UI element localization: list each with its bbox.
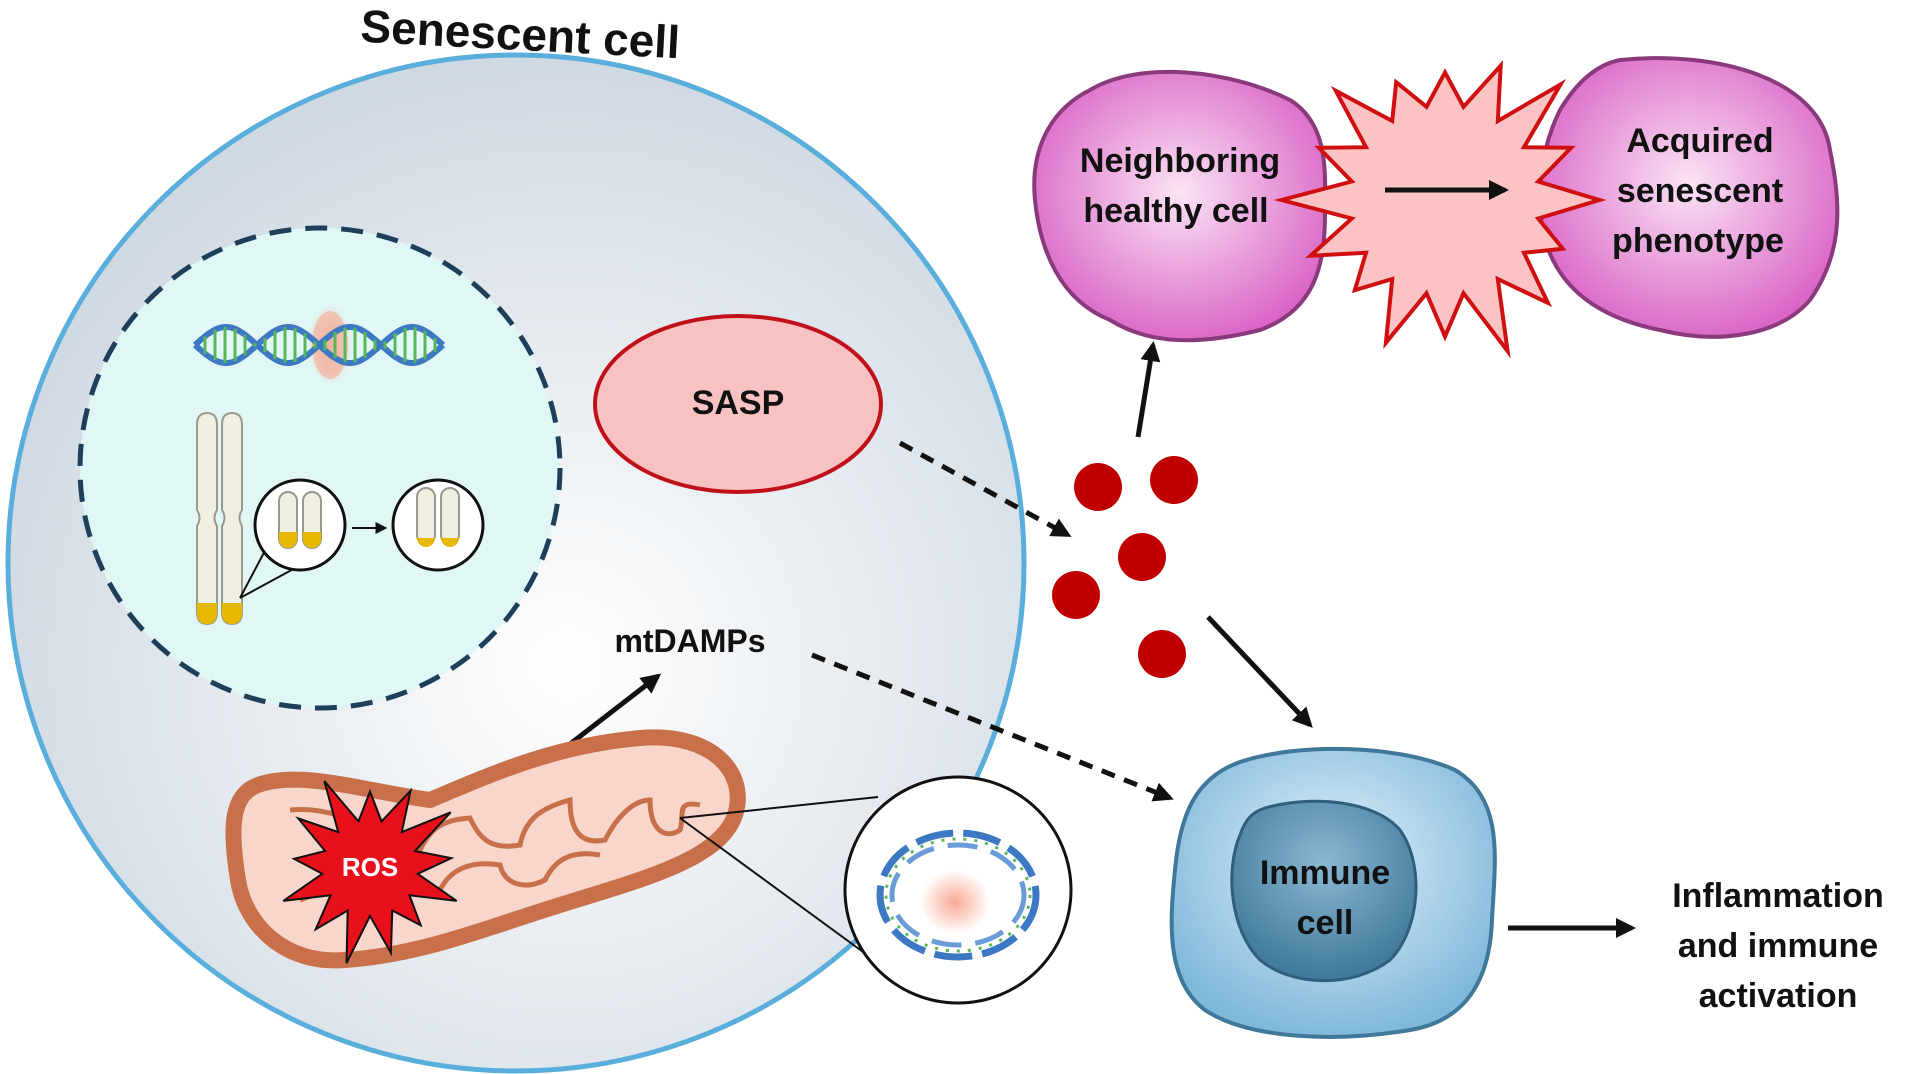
factor-dot xyxy=(1052,571,1100,619)
neighbor-label-line1: Neighboring xyxy=(1080,142,1280,180)
acquired-senescent-cell xyxy=(1538,56,1840,339)
factor-dot xyxy=(1118,533,1166,581)
sasp-to-factors-arrow xyxy=(898,440,1072,538)
factor-dot xyxy=(1150,456,1198,504)
immune-label-line2: cell xyxy=(1297,904,1354,942)
damaged-dna-icon xyxy=(192,305,446,385)
mtdamps-label: mtDAMPs xyxy=(614,623,765,659)
long-telomere-icon xyxy=(253,478,347,572)
factor-dot xyxy=(1074,463,1122,511)
acquired-label-line2: senescent xyxy=(1617,172,1783,210)
senescent-cell-title: Senescent cell xyxy=(359,0,681,68)
mtdna-zoom-line xyxy=(679,817,886,969)
chromosome-icon xyxy=(196,411,243,626)
secreted-factors xyxy=(1052,456,1198,678)
ros-label: ROS xyxy=(342,852,398,882)
sasp-label: SASP xyxy=(692,384,785,422)
acquired-label-line3: phenotype xyxy=(1612,222,1784,260)
mtdna-zoom-line xyxy=(679,796,879,819)
short-telomere-icon xyxy=(391,478,485,572)
neighbor-label-line2: healthy cell xyxy=(1083,192,1268,230)
mtdna-circle-icon xyxy=(843,775,1073,1005)
factors-to-immune-arrow xyxy=(1206,615,1313,728)
neighboring-healthy-cell xyxy=(1032,69,1328,343)
factor-dot xyxy=(1138,630,1186,678)
transition-burst xyxy=(1273,60,1607,359)
zoom-line xyxy=(239,544,269,599)
outcome-label-line3: activation xyxy=(1699,977,1858,1015)
nucleus xyxy=(77,225,563,711)
outcome-label-line1: Inflammation xyxy=(1672,877,1884,915)
sasp-ellipse xyxy=(593,314,883,494)
immune-label-line1: Immune xyxy=(1260,854,1390,892)
outcome-label-line2: and immune xyxy=(1678,927,1878,965)
mtdamps-to-immune-arrow xyxy=(811,652,1174,802)
factors-to-neighbor-arrow xyxy=(1135,341,1161,438)
ros-burst xyxy=(282,780,458,964)
immune-cell-nucleus xyxy=(1230,799,1418,983)
acquired-label-line1: Acquired xyxy=(1626,122,1773,160)
